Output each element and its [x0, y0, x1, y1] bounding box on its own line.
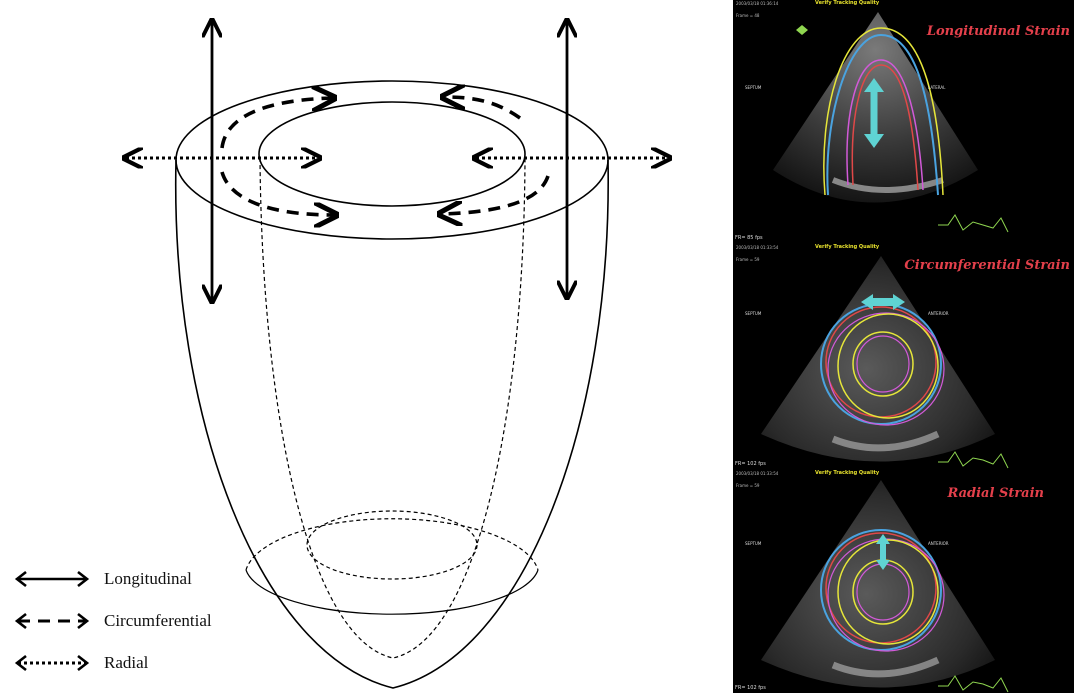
longitudinal-arrows — [212, 22, 567, 300]
verify-label: Verify Tracking Quality — [815, 244, 879, 250]
apex-section — [246, 570, 538, 614]
left-wall-label: SEPTUM — [745, 541, 761, 546]
panel-title: Radial Strain — [948, 486, 1045, 501]
panel-circumferential: 2003/03/18 01:33:54 Frame = 59 Verify Tr… — [733, 244, 1074, 469]
frame-rate: FR= 102 fps — [735, 685, 766, 691]
left-wall-label: SEPTUM — [745, 311, 761, 316]
panel-longitudinal: 2003/03/18 01:36:14 Frame = 48 Verify Tr… — [733, 0, 1074, 243]
frame-count: Frame = 48 — [736, 13, 759, 18]
circumferential-arrows — [222, 97, 548, 215]
left-wall-label: SEPTUM — [745, 85, 761, 90]
ventricle-outline — [176, 81, 608, 688]
right-wall-label: LATERAL — [928, 85, 945, 90]
panel-radial: 2003/03/18 01:33:54 Frame = 59 Verify Tr… — [733, 470, 1074, 693]
legend-label-circumferential: Circumferential — [104, 611, 212, 631]
timestamp: 2003/03/18 01:33:54 — [736, 471, 778, 476]
short-axis-radial-image — [733, 470, 1074, 693]
timestamp: 2003/03/18 01:33:54 — [736, 245, 778, 250]
echo-panels: 2003/03/18 01:36:14 Frame = 48 Verify Tr… — [733, 0, 1074, 693]
legend-label-radial: Radial — [104, 653, 148, 673]
solid-double-arrow-icon — [12, 569, 92, 589]
dotted-double-arrow-icon — [12, 653, 92, 673]
short-axis-view-image — [733, 244, 1074, 469]
inner-cavity — [246, 158, 538, 658]
legend-label-longitudinal: Longitudinal — [104, 569, 192, 589]
frame-rate: FR= 85 fps — [735, 235, 763, 241]
legend-circumferential: Circumferential — [12, 608, 212, 634]
panel-title: Longitudinal Strain — [927, 24, 1070, 39]
verify-label: Verify Tracking Quality — [815, 0, 879, 6]
frame-rate: FR= 102 fps — [735, 461, 766, 467]
legend-longitudinal: Longitudinal — [12, 566, 192, 592]
verify-label: Verify Tracking Quality — [815, 470, 879, 476]
legend-radial: Radial — [12, 650, 148, 676]
right-wall-label: ANTERIOR — [928, 311, 949, 316]
frame-count: Frame = 59 — [736, 257, 759, 262]
dashed-double-arrow-icon — [12, 611, 92, 631]
right-wall-label: ANTERIOR — [928, 541, 949, 546]
timestamp: 2003/03/18 01:36:14 — [736, 1, 778, 6]
frame-count: Frame = 59 — [736, 483, 759, 488]
panel-title: Circumferential Strain — [904, 258, 1070, 273]
